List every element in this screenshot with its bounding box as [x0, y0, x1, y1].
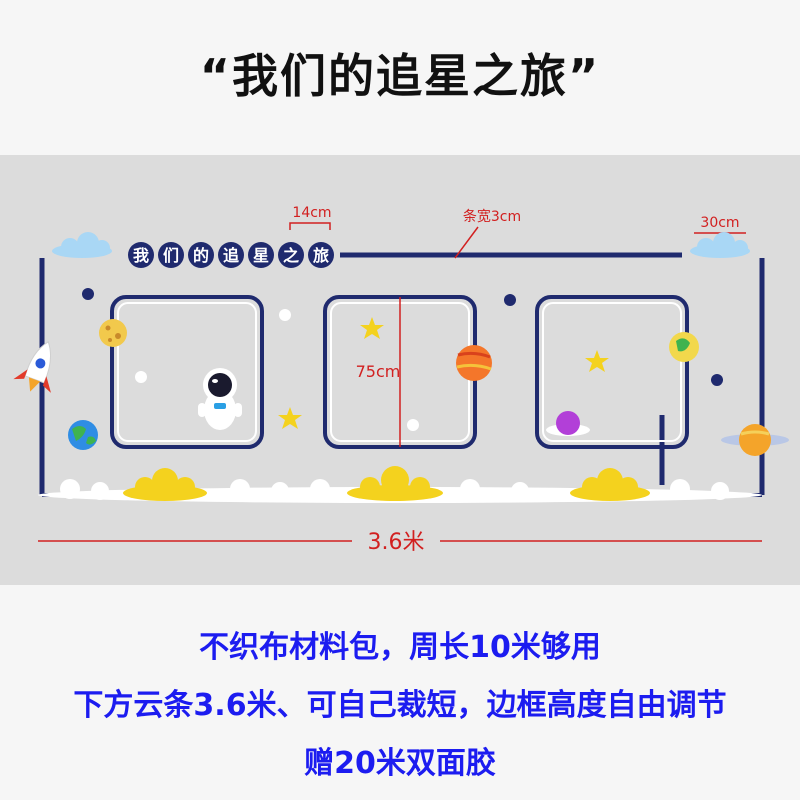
banner-title: 我 们 的 追 星 之 旅: [128, 242, 334, 268]
dot: [711, 374, 723, 386]
photo-frame: [110, 295, 264, 449]
banner-char: 的: [193, 246, 209, 265]
planet-icon: [456, 345, 492, 381]
cloud-width-label: 30cm: [700, 215, 739, 231]
caption-tape: 赠20米双面胶: [304, 746, 496, 781]
star-icon: [360, 317, 384, 339]
ufo-icon: [546, 411, 590, 436]
strip-width-label: 条宽3cm: [463, 208, 521, 225]
banner-char-circle: [278, 242, 304, 268]
astronaut-icon: [198, 368, 242, 430]
banner-char-circle: [218, 242, 244, 268]
caption-material: 不织布材料包，周长10米够用: [199, 630, 601, 665]
total-length-label: 3.6米: [368, 530, 425, 555]
wall-layout-illustration: 我 们 的 追 星 之 旅 14cm 条宽3cm 30cm: [13, 205, 789, 555]
rocket-icon: [13, 341, 52, 393]
star-icon: [278, 407, 302, 429]
page-title: “我们的追星之旅”: [199, 49, 601, 103]
char-width-label: 14cm: [292, 205, 331, 221]
banner-char: 之: [283, 246, 299, 265]
banner-char-circle: [158, 242, 184, 268]
cloud-icon: [52, 232, 112, 258]
dot: [407, 419, 419, 431]
photo-frame-inner: [117, 302, 257, 442]
dot: [504, 294, 516, 306]
banner-char: 们: [163, 246, 179, 265]
banner-char: 追: [223, 246, 240, 265]
dot: [279, 309, 291, 321]
cloud-icon: [690, 232, 750, 258]
dot: [135, 371, 147, 383]
frame-height-label: 75cm: [356, 362, 401, 381]
banner-char: 星: [253, 246, 269, 265]
banner-char-circle: [308, 242, 334, 268]
planet-icon: [669, 332, 699, 362]
banner-char-circle: [248, 242, 274, 268]
banner-char: 我: [133, 246, 149, 265]
banner-char-circle: [188, 242, 214, 268]
planet-icon: [99, 319, 127, 347]
banner-char: 旅: [313, 246, 329, 265]
char-width-bracket: [289, 222, 331, 230]
wall-decoration-preview: 我 们 的 追 星 之 旅 14cm 条宽3cm 30cm: [0, 155, 800, 585]
caption-cloud-strip: 下方云条3.6米、可自己裁短，边框高度自由调节: [73, 688, 727, 723]
dot: [82, 288, 94, 300]
saturn-icon: [721, 424, 789, 456]
cloud-icon: [123, 468, 207, 501]
photo-frame-inner: [542, 302, 682, 442]
earth-icon: [68, 420, 98, 450]
star-icon: [585, 350, 609, 372]
banner-char-circle: [128, 242, 154, 268]
cloud-icon: [347, 466, 443, 501]
photo-frame: [535, 295, 689, 449]
strip-width-pointer: [454, 226, 479, 259]
cloud-icon: [570, 468, 650, 501]
